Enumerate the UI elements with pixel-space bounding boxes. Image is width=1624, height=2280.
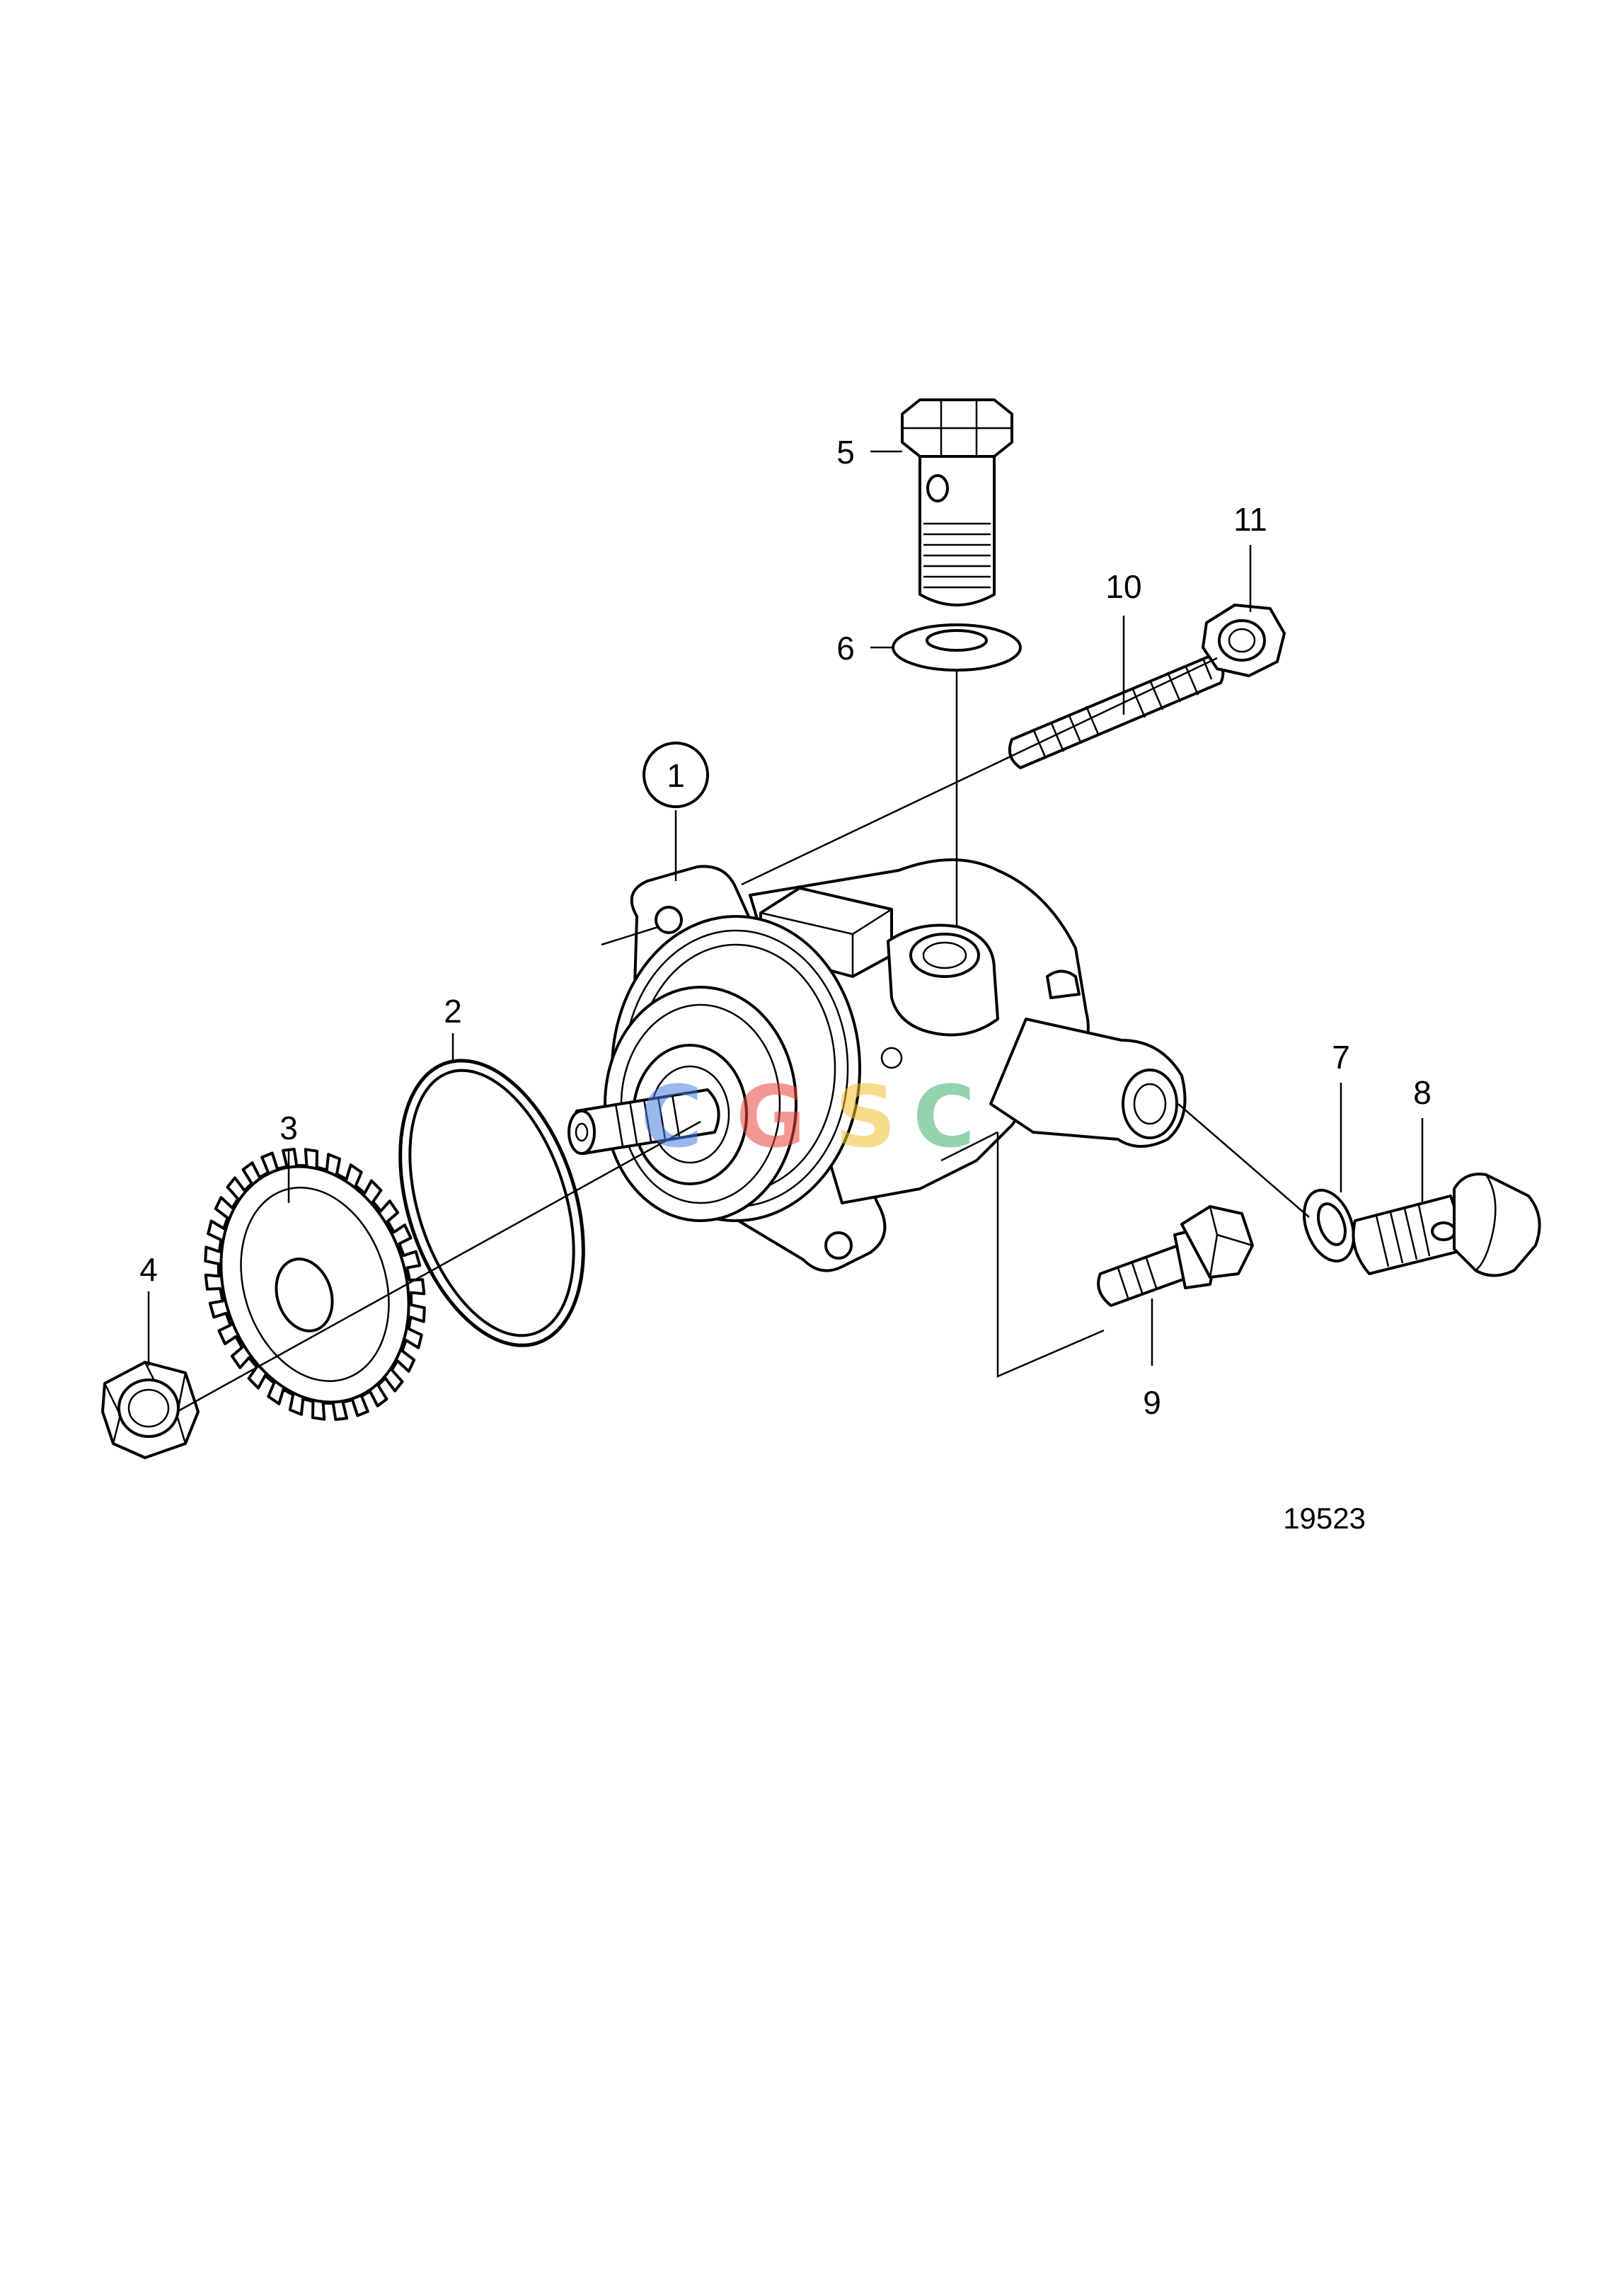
watermark-letter: C [913,1069,975,1167]
flange-nut-part-11[interactable] [1202,604,1286,677]
callout-6-label[interactable]: 6 [836,630,855,667]
gear-part-3[interactable] [192,1142,439,1427]
callout-11-label[interactable]: 11 [1233,501,1267,538]
watermark-logo: C G S C [640,1069,975,1167]
hex-nut-part-4[interactable] [101,1361,200,1459]
leader-lines [147,450,1424,1413]
callout-1-label: 1 [667,757,685,794]
callout-10-label[interactable]: 10 [1105,568,1141,605]
stud-part-10[interactable] [1008,653,1225,769]
callout-7-label[interactable]: 7 [1332,1039,1350,1076]
drawing-reference-number: 19523 [1283,1502,1366,1535]
callout-9-label[interactable]: 9 [1143,1384,1161,1421]
o-ring-part-2[interactable] [367,1037,616,1369]
callout-5-label[interactable]: 5 [836,434,855,471]
banjo-bolt-part-8[interactable] [1352,1173,1541,1277]
washer-part-7[interactable] [1295,1183,1363,1268]
watermark-letter: G [736,1069,806,1167]
banjo-bolt-part-5[interactable] [901,398,1013,606]
sealing-washer-part-6[interactable] [892,623,1022,672]
pump-housing-part-1[interactable] [568,858,1187,1272]
watermark-letter: C [640,1069,703,1167]
callout-8-label[interactable]: 8 [1413,1074,1432,1111]
callout-1[interactable]: 1 [643,742,709,808]
flange-bolt-part-9[interactable] [1097,1205,1254,1307]
callout-2-label[interactable]: 2 [444,993,462,1030]
watermark-letter: S [835,1069,896,1167]
callout-3-label[interactable]: 3 [280,1110,298,1146]
callout-4-label[interactable]: 4 [139,1251,158,1288]
